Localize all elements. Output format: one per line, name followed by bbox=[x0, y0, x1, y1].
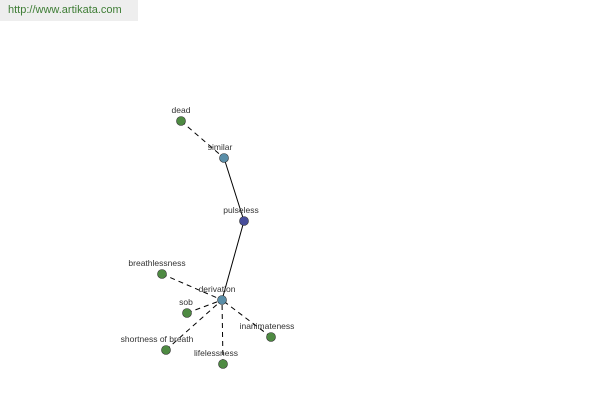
edges-layer bbox=[161, 120, 272, 365]
node-label-shortness_of_breath[interactable]: shortness of breath bbox=[121, 334, 194, 344]
edge-dead-similar bbox=[180, 120, 225, 159]
node-dead[interactable] bbox=[176, 116, 186, 126]
node-label-sob[interactable]: sob bbox=[179, 297, 193, 307]
edge-breathlessness-derivation bbox=[161, 273, 223, 301]
nodes-layer bbox=[157, 116, 276, 369]
node-shortness_of_breath[interactable] bbox=[161, 345, 171, 355]
node-label-similar[interactable]: similar bbox=[208, 142, 233, 152]
node-inanimateness[interactable] bbox=[266, 332, 276, 342]
node-label-inanimateness[interactable]: inanimateness bbox=[240, 321, 295, 331]
node-label-pulseless[interactable]: pulseless bbox=[223, 205, 258, 215]
node-sob[interactable] bbox=[182, 308, 192, 318]
edge-sob-derivation bbox=[186, 299, 223, 314]
labels-layer: dead similar pulseless breathlessness deriva… bbox=[121, 105, 295, 358]
edge-lifelessness-derivation bbox=[221, 299, 224, 365]
edge-similar-pulseless bbox=[223, 157, 245, 222]
node-pulseless[interactable] bbox=[239, 216, 249, 226]
node-similar[interactable] bbox=[219, 153, 229, 163]
node-label-derivation[interactable]: derivation bbox=[199, 284, 236, 294]
node-label-breathlessness[interactable]: breathlessness bbox=[128, 258, 185, 268]
node-breathlessness[interactable] bbox=[157, 269, 167, 279]
edge-pulseless-derivation bbox=[221, 220, 245, 301]
node-lifelessness[interactable] bbox=[218, 359, 228, 369]
node-derivation[interactable] bbox=[217, 295, 227, 305]
node-label-lifelessness[interactable]: lifelessness bbox=[194, 348, 238, 358]
edge-shortness_of_breath-derivation bbox=[165, 299, 223, 351]
source-url-banner[interactable]: http://www.artikata.com bbox=[0, 0, 138, 21]
node-label-dead[interactable]: dead bbox=[172, 105, 191, 115]
edge-inanimateness-derivation bbox=[221, 299, 272, 338]
